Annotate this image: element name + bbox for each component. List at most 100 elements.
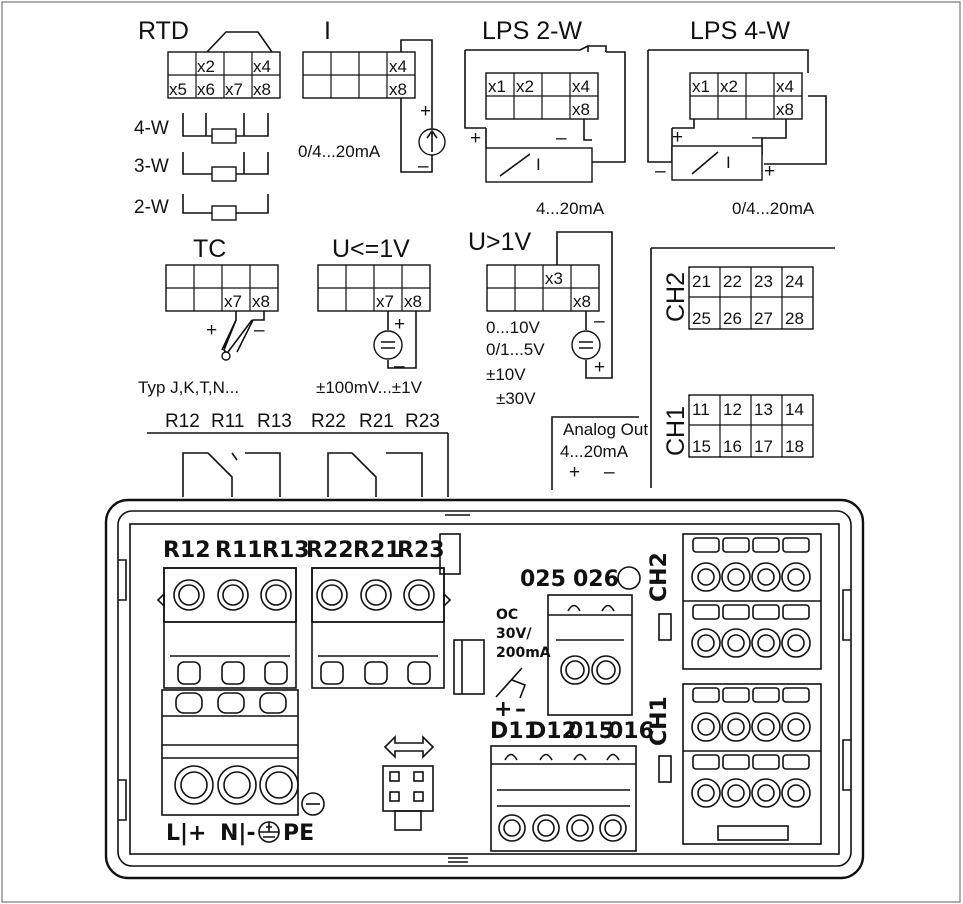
tc-title: TC: [193, 235, 226, 263]
tc-cell: x8: [252, 292, 270, 311]
tc-cell: x7: [224, 292, 242, 311]
lps4w-range: 0/4...20mA: [732, 199, 815, 218]
ch1-grid: 11 12 13 14 15 16 17 18: [688, 394, 814, 458]
uhigh-range: ±30V: [496, 389, 536, 408]
transmitter-icon: [671, 145, 763, 181]
tc-plus: +: [206, 320, 217, 341]
lps4w-cell: x4: [776, 77, 794, 96]
lps4w-source-symbol: I: [726, 153, 731, 172]
device-ch1-label: CH1: [647, 696, 672, 746]
uhigh-section: U>1V x3 x8 – + 0...10V 0/1...5V ±10V ±30…: [468, 228, 613, 408]
ch2-cell: 27: [754, 309, 773, 328]
ch1-cell: 15: [692, 437, 711, 456]
ch1-cell: 17: [754, 437, 773, 456]
voltage-source-icon: [373, 330, 403, 360]
lps2w-cell: x4: [572, 77, 590, 96]
out-terminal-block: [547, 594, 633, 716]
uhigh-cell: x8: [573, 292, 591, 311]
ch1-cell: 13: [754, 400, 773, 419]
relay-label-r23: R23: [405, 411, 440, 432]
dig-label-d11: D11: [490, 719, 539, 744]
double-arrow-icon: [383, 735, 435, 759]
device-relay-label-r12: R12: [163, 538, 211, 563]
power-label-l: L|+: [166, 821, 207, 846]
analog-out-minus: –: [604, 462, 615, 483]
dig-label-015: 015: [568, 719, 614, 744]
lps2w-section: LPS 2-W x1 x2 x4 x8 I + – 4...20mA: [464, 17, 626, 218]
current-plus: +: [420, 101, 431, 122]
current-minus: –: [418, 156, 429, 177]
relay-label-r12: R12: [165, 411, 200, 432]
screw-icon: [217, 765, 257, 805]
out-label-026: 026: [573, 567, 619, 592]
equals-icon: [579, 341, 593, 349]
ch1-label: CH1: [662, 406, 690, 456]
minus-circle-icon: [301, 792, 325, 816]
device-inner-bezel: [117, 510, 852, 867]
screw-icon: [174, 765, 214, 805]
device-ch2-label: CH2: [647, 552, 672, 602]
lps4w-grid: x1 x2 x4 x8: [689, 72, 803, 120]
uhigh-plus: +: [594, 357, 605, 378]
out-label-025: 025: [520, 567, 566, 592]
rtd-cell: x2: [197, 57, 215, 76]
relay-label-r22: R22: [311, 411, 346, 432]
rtd-cell: x8: [253, 80, 271, 99]
power-label-pe: PE: [283, 821, 314, 846]
tc-grid: x7 x8: [165, 264, 279, 312]
screw-icon: [259, 765, 299, 805]
tc-section: TC x7 x8 + – Typ J,K,T,N...: [138, 235, 279, 397]
ulow-cell: x8: [404, 292, 422, 311]
relay-terminal-block-2: [311, 567, 452, 689]
screw-icon: [173, 579, 205, 611]
voltage-source-icon: [571, 330, 601, 360]
device-relay-label-r22: R22: [306, 538, 354, 563]
uhigh-loop: [556, 231, 613, 379]
device-relay-label-r11: R11: [215, 538, 263, 563]
current-grid: x4 x8: [302, 51, 416, 99]
ch2-label: CH2: [662, 272, 690, 322]
mounting-clips: [118, 559, 851, 821]
uhigh-range: 0/1...5V: [486, 340, 545, 359]
resistor-icon: [211, 128, 237, 144]
lps2w-cell: x8: [572, 100, 590, 119]
ch1-cell: 16: [723, 437, 742, 456]
rtd-cell: x5: [169, 80, 187, 99]
earth-ground-icon: [258, 821, 280, 843]
ulow-range: ±100mV...±1V: [316, 378, 423, 397]
rtd-grid: x2 x4 x5 x6 x7 x8: [167, 51, 281, 99]
lps2w-plus: +: [470, 128, 481, 149]
dig-label-016: 016: [608, 719, 654, 744]
lps4w-minus2: –: [655, 161, 666, 182]
transmitter-slash: [499, 153, 531, 177]
device-face: [129, 523, 840, 855]
screw-icon: [217, 579, 249, 611]
ch1-cell: 12: [723, 400, 742, 419]
current-cell: x8: [389, 80, 407, 99]
oc-line: 200mA: [496, 645, 551, 661]
current-title: I: [324, 17, 331, 45]
ch2-cell: 25: [692, 309, 711, 328]
ulow-minus: –: [394, 356, 405, 377]
uhigh-cell: x3: [545, 269, 563, 288]
ch2-cell: 28: [785, 309, 804, 328]
relay-label-r11: R11: [211, 411, 244, 432]
ch1-pushin-block: [682, 683, 822, 845]
screw-icon: [560, 655, 590, 685]
rtd-title: RTD: [138, 17, 189, 45]
ch2-pushin-block: [682, 533, 822, 670]
lps4w-plus2: +: [764, 161, 775, 182]
ulow-wires: [387, 311, 417, 369]
ch2-indicator: [658, 613, 672, 641]
rtd-mode-4w: 4-W: [134, 118, 169, 139]
lps2w-minus: –: [556, 128, 567, 149]
lps2w-range: 4...20mA: [536, 199, 605, 218]
uhigh-range: 0...10V: [486, 318, 541, 337]
relay1-contacts: [182, 452, 281, 497]
digital-terminal-block: [490, 745, 637, 852]
screw-icon: [316, 579, 348, 611]
relay-section: R12 R11 R13 R22 R21 R23: [147, 411, 449, 497]
ch1-cell: 14: [785, 400, 804, 419]
